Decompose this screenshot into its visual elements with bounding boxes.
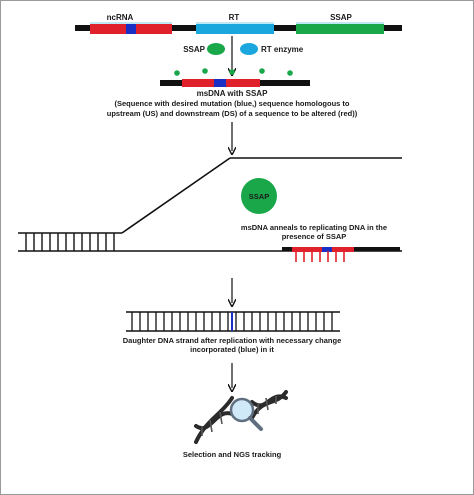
retron-construct: ncRNA RT SSAP bbox=[75, 13, 402, 34]
ncrna-label: ncRNA bbox=[107, 13, 134, 22]
selection-caption: Selection and NGS tracking bbox=[183, 450, 282, 459]
annealed-homology-left bbox=[292, 247, 322, 252]
base-pair-ladder bbox=[25, 233, 115, 251]
rt-enzyme-label: RT enzyme bbox=[261, 45, 304, 54]
expressed-proteins: SSAP RT enzyme bbox=[183, 43, 304, 55]
leading-strand-diagonal bbox=[121, 157, 231, 234]
mutation-segment bbox=[126, 24, 136, 34]
ssap-protein-large bbox=[241, 178, 277, 214]
msdna-homology-right bbox=[226, 79, 260, 87]
ssap-gene-label: SSAP bbox=[330, 13, 352, 22]
ssap-dot bbox=[287, 70, 293, 76]
rt-label: RT bbox=[229, 13, 240, 22]
rt-enzyme-icon bbox=[240, 43, 258, 55]
ssap-dot bbox=[259, 68, 265, 74]
daughter-base-pairs bbox=[131, 312, 333, 331]
annealing-caption-line2: presence of SSAP bbox=[282, 232, 347, 241]
annealed-mutation bbox=[322, 247, 332, 252]
annealing-caption-line1: msDNA anneals to replicating DNA in the bbox=[241, 223, 387, 232]
ssap-protein-label: SSAP bbox=[183, 45, 205, 54]
replication-fork: SSAP msDNA anneals to replicating DNA in… bbox=[18, 157, 402, 262]
msdna-title: msDNA with SSAP bbox=[197, 89, 268, 98]
helix-base-pair bbox=[219, 411, 223, 425]
magnifier-icon bbox=[229, 397, 255, 423]
msdna-with-ssap: msDNA with SSAP (Sequence with desired m… bbox=[107, 68, 358, 118]
ssap-bubble-label: SSAP bbox=[249, 192, 269, 201]
dna-helix-icon bbox=[194, 396, 234, 444]
dna-helix-magnifier-icon bbox=[194, 390, 288, 444]
msdna-description-line1: (Sequence with desired mutation (blue,) … bbox=[114, 99, 349, 108]
ssap-protein-icon bbox=[207, 43, 225, 55]
daughter-dna: Daughter DNA strand after replication wi… bbox=[123, 311, 342, 354]
dna-helix-icon bbox=[250, 390, 288, 420]
helix-base-pair bbox=[265, 397, 269, 411]
msdna-description-line2: upstream (US) and downstream (DS) of a s… bbox=[107, 109, 358, 118]
msdna-mutation bbox=[214, 79, 226, 87]
magnifier-handle bbox=[248, 416, 263, 431]
ssap-dot bbox=[229, 69, 235, 75]
ssap-segment bbox=[296, 24, 384, 34]
msdna-homology-left bbox=[182, 79, 214, 87]
ssap-dot bbox=[174, 70, 180, 76]
helix-base-pair bbox=[209, 419, 213, 433]
annealed-base-pairs bbox=[295, 251, 345, 262]
annealed-homology-right bbox=[332, 247, 354, 252]
rt-segment bbox=[196, 24, 274, 34]
daughter-caption-line2: incorporated (blue) in it bbox=[190, 345, 274, 354]
ssap-dot bbox=[202, 68, 208, 74]
daughter-caption-line1: Daughter DNA strand after replication wi… bbox=[123, 336, 342, 345]
